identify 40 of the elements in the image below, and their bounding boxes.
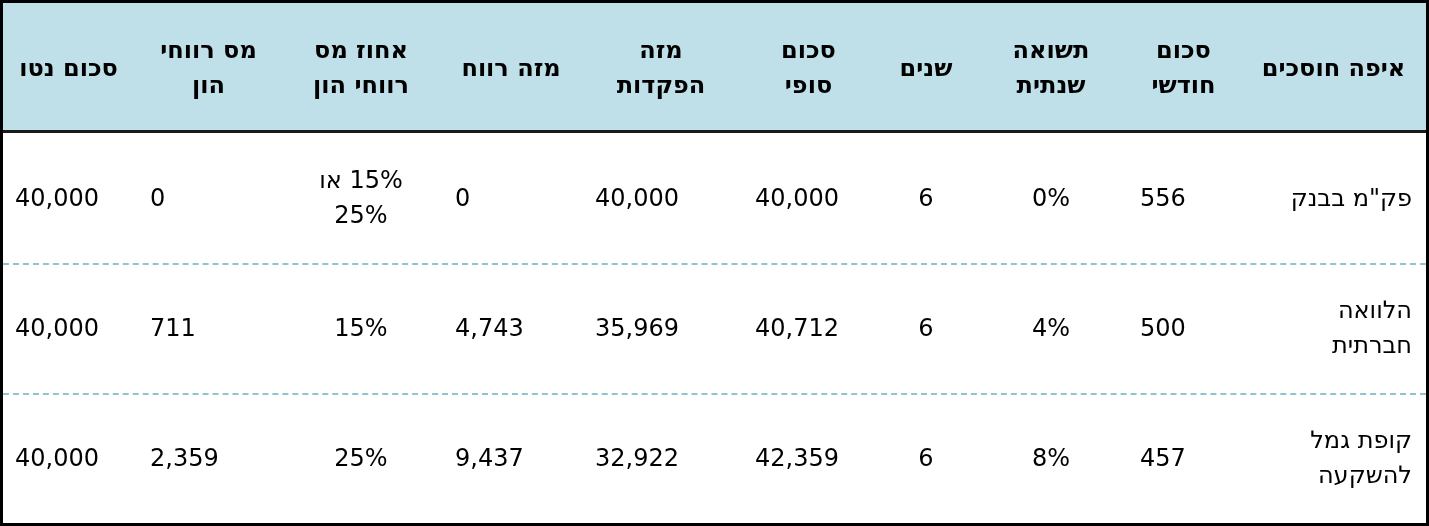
table-text: 8% <box>1031 442 1071 474</box>
column-header: מס רווחי הון <box>159 35 258 101</box>
column-header: תשואה שנתית <box>1011 35 1091 101</box>
column-header: איפה חוסכים <box>1261 52 1406 84</box>
table-text: 0 <box>150 182 166 214</box>
table-text: 25% <box>334 442 388 474</box>
column-header: סכום נטו <box>19 52 118 84</box>
table-text: 15% <box>334 312 388 344</box>
table-text: 15% או 25% <box>318 165 404 231</box>
table-text: 6 <box>918 442 934 474</box>
table-text: 457 <box>1140 442 1186 474</box>
table-text: 32,922 <box>595 442 679 474</box>
table-text: 0% <box>1031 182 1071 214</box>
column-header: סכום חודשי <box>1150 35 1217 101</box>
table-text: 2,359 <box>150 442 219 474</box>
column-header: סכום סופי <box>780 35 837 101</box>
table-text: 42,359 <box>755 442 839 474</box>
table-text: 40,000 <box>15 312 99 344</box>
table-text: 40,000 <box>755 182 839 214</box>
table-text: 6 <box>918 182 934 214</box>
table-text: 40,000 <box>15 442 99 474</box>
table-text: 556 <box>1140 182 1186 214</box>
table-text: 9,437 <box>455 442 524 474</box>
column-header: אחוז מס רווחי הון <box>312 35 410 101</box>
table-text: 35,969 <box>595 312 679 344</box>
table-text: פק"מ בבנק <box>1290 182 1412 214</box>
table-text: 4,743 <box>455 312 524 344</box>
table-text: 6 <box>918 312 934 344</box>
table-text: 40,000 <box>595 182 679 214</box>
table-text: 500 <box>1140 312 1186 344</box>
table-text: 0 <box>455 182 471 214</box>
table-text: 40,000 <box>15 182 99 214</box>
table-text: הלוואה חברתית <box>1331 295 1412 361</box>
column-header: מזה הפקדות <box>615 35 707 101</box>
column-header: מזה רווח <box>461 52 561 84</box>
column-header: שנים <box>899 52 953 84</box>
table-text: 40,712 <box>755 312 839 344</box>
table-text: 4% <box>1031 312 1071 344</box>
table-text: 711 <box>150 312 196 344</box>
table-text: קופת גמל להשקעה <box>1309 425 1412 491</box>
